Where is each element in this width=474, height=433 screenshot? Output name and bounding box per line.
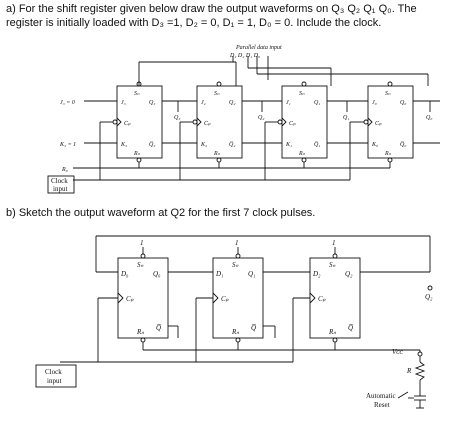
ff-a-3-sd: Sₙ <box>134 91 140 97</box>
ff-a-3-q: Q₃ <box>149 100 155 106</box>
ff-a-2-qbar: Q̅₂ <box>229 141 235 148</box>
ff-a-2-q: Q₂ <box>229 100 235 106</box>
parallel-input-pins: D₃ D₂ D₁ D₀ <box>229 53 260 59</box>
ff-a-2-sd: Sₙ <box>214 91 220 97</box>
output-q2: Q₂ <box>425 293 433 301</box>
ff-a-3-k: K₃ <box>120 142 127 148</box>
j3-input: J₃ = 0 <box>60 100 75 106</box>
ff-b-2-d: D₂ <box>312 270 321 278</box>
ff-b-0-d: D₀ <box>120 270 129 278</box>
ff-a-2-c: Cₚ <box>204 121 211 127</box>
r-label: R <box>406 367 412 375</box>
ff-a-0-sd: Sₙ <box>385 91 391 97</box>
ff-a-3-j: J₃ <box>121 100 126 106</box>
ff-b-0-c: Cₚ <box>126 295 134 303</box>
ff-b-0-one: 1 <box>140 239 144 247</box>
ff-b-1-d: D₁ <box>215 270 224 278</box>
ff-a-1-rd: Rₙ <box>298 151 306 157</box>
ff-b-2-rd: Rₙ <box>328 328 336 336</box>
ff-a-2-k: K₂ <box>200 142 207 148</box>
ff-a-1-j: J₁ <box>286 100 291 106</box>
ff-b-0-qbar: Q̅ <box>156 324 162 332</box>
ff-b-2-one: 1 <box>332 239 336 247</box>
question-b: b) Sketch the output waveform at Q2 for … <box>6 207 316 219</box>
ff-b-2-sd: Sₙ <box>329 261 336 269</box>
clock-box-a-line2: input <box>53 185 67 193</box>
tap-q1: Q₁ <box>343 115 349 121</box>
clock-box-b-line1: Clock <box>45 368 62 376</box>
ff-a-0-rd: Rₙ <box>384 151 392 157</box>
parallel-input-label: Parallel data input <box>235 45 282 51</box>
ff-b-1-q: Q₁ <box>248 270 256 278</box>
tap-q2: Q₂ <box>258 115 264 121</box>
auto-reset-line1: Automatic <box>366 392 396 400</box>
ff-b-1-rd: Rₙ <box>231 328 239 336</box>
tap-q3: Q₃ <box>174 115 180 121</box>
ff-a-2-rd: Rₙ <box>213 151 221 157</box>
k3-input: K₃ = 1 <box>59 142 76 148</box>
ff-b-1-qbar: Q̅ <box>251 324 257 332</box>
ff-a-0-j: J₀ <box>372 100 377 106</box>
clock-box-b-line2: input <box>47 377 61 385</box>
ff-a-0-c: Cₚ <box>375 121 382 127</box>
ff-a-0-qbar: Q̅₀ <box>400 141 406 148</box>
ff-a-1-c: Cₚ <box>289 121 296 127</box>
ff-b-1-sd: Sₙ <box>232 261 239 269</box>
ff-a-0-k: K₀ <box>371 142 378 148</box>
ff-b-1-c: Cₚ <box>221 295 229 303</box>
ff-b-1-one: 1 <box>235 239 239 247</box>
ff-b-2-c: Cₚ <box>318 295 326 303</box>
ff-a-2-j: J₂ <box>201 100 206 106</box>
ff-a-0-q: Q₀ <box>400 100 406 106</box>
ff-a-3-rd: Rₙ <box>133 151 141 157</box>
question-a-line-1: a) For the shift register given below dr… <box>6 3 417 15</box>
ff-b-0-q: Q₀ <box>153 270 161 278</box>
auto-reset-line2: Reset <box>374 401 390 409</box>
clock-box-a-line1: Clock <box>51 177 68 185</box>
tap-q0: Q₀ <box>426 115 432 121</box>
ff-a-3-c: Cₚ <box>124 121 131 127</box>
ff-b-2-q: Q₂ <box>345 270 353 278</box>
question-a-line-2: register is initially loaded with D₃ =1,… <box>6 17 382 29</box>
ff-a-1-k: K₁ <box>285 142 292 148</box>
ff-b-0-sd: Sₙ <box>137 261 144 269</box>
ff-a-3-qbar: Q̅₃ <box>149 141 155 148</box>
ff-a-1-sd: Sₙ <box>299 91 305 97</box>
vcc-label: Vᴄᴄ <box>392 348 403 356</box>
ff-a-1-qbar: Q̅₁ <box>314 141 320 148</box>
ff-a-1-q: Q₁ <box>314 100 320 106</box>
ff-b-2-qbar: Q̅ <box>348 324 354 332</box>
reset-label: R₀ <box>61 167 68 173</box>
ff-b-0-rd: Rₙ <box>136 328 144 336</box>
